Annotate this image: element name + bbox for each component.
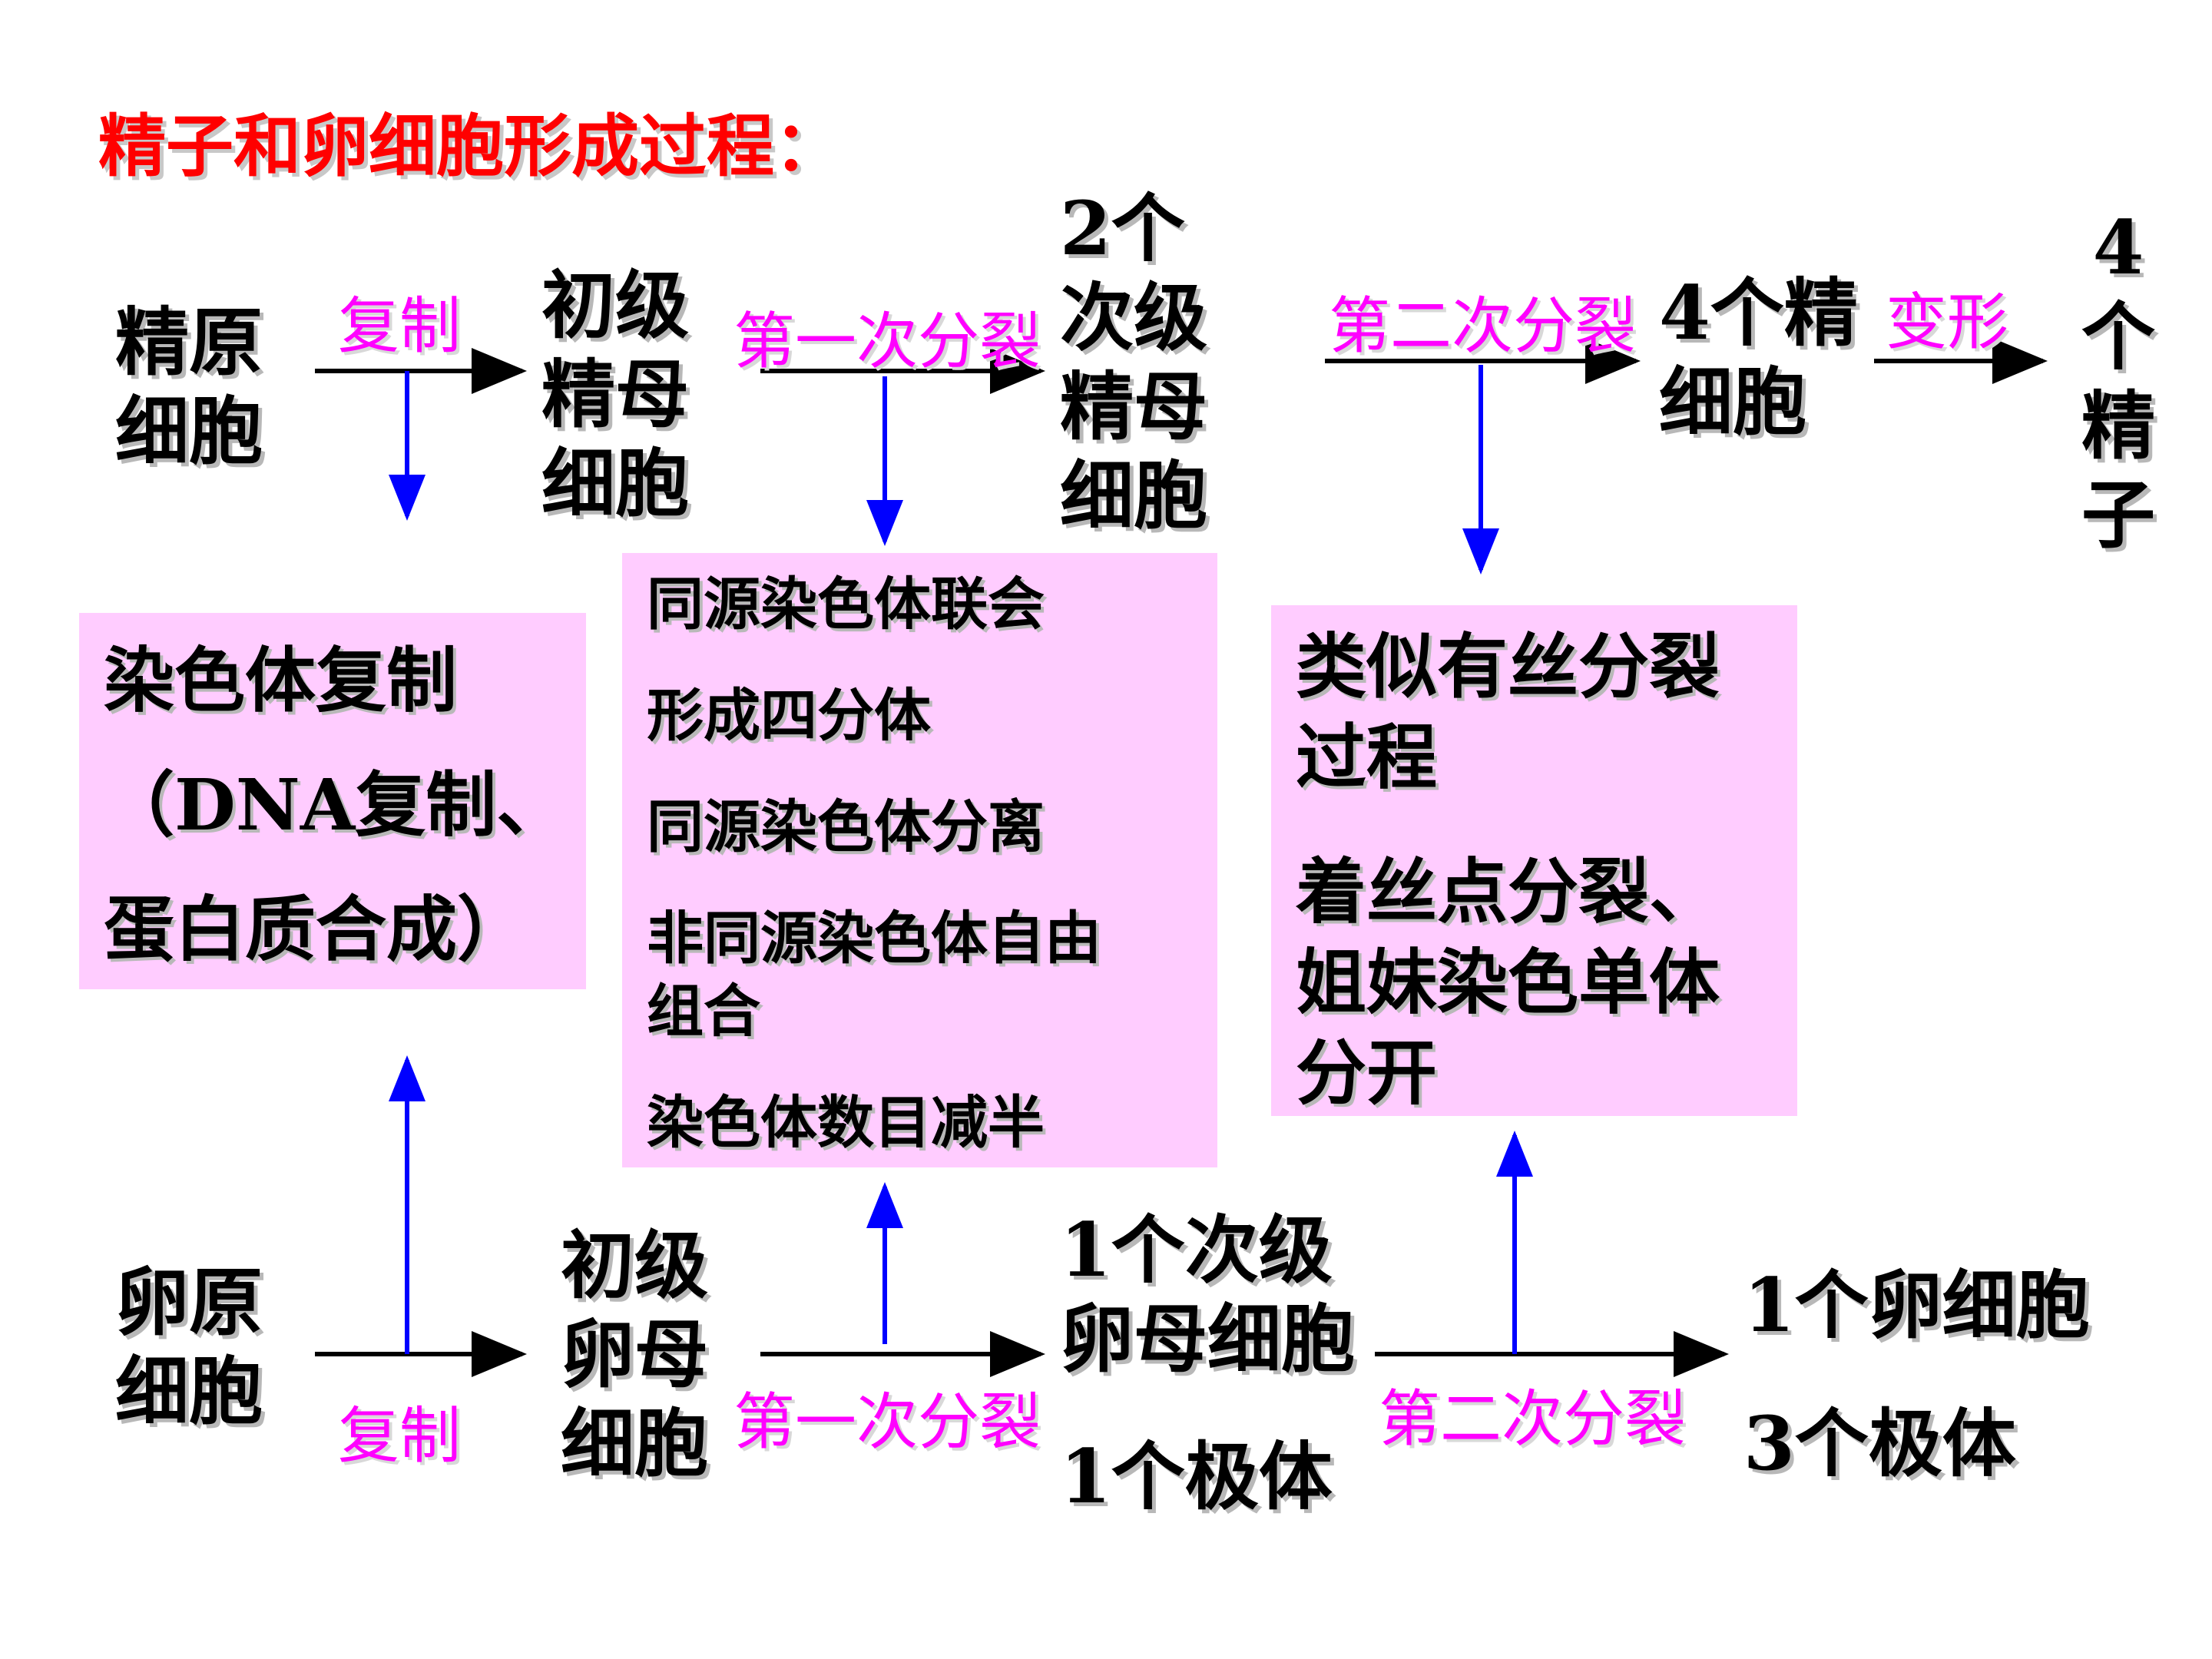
sperm-second-division-label: 第二次分裂	[1329, 290, 1636, 362]
primary-oocyte-node: 初级 卵母 细胞	[561, 1221, 708, 1488]
spermatogonium-line: 精原	[115, 299, 263, 386]
spermatogonium-line: 细胞	[115, 388, 263, 475]
secondary-spermatocyte-line: 次级	[1060, 274, 1207, 361]
spermatid-node: 4个精 细胞	[1659, 269, 1858, 447]
secondary-oocyte-line: 卵母细胞	[1060, 1296, 1355, 1382]
spermatid-line: 4个精	[1659, 270, 1858, 356]
meiosis-two-line-4: 姐妹染色单体	[1296, 941, 1720, 1024]
meiosis-two-line-3: 着丝点分裂、	[1296, 850, 1720, 933]
primary-spermatocyte-line: 细胞	[541, 440, 689, 527]
meiosis-one-line-4: 非同源染色体自由	[647, 906, 1101, 972]
egg-first-division-label: 第一次分裂	[733, 1386, 1041, 1458]
primary-spermatocyte-node: 初级 精母 细胞	[541, 261, 689, 528]
egg-results-node: 1个卵细胞 3个极体	[1743, 1237, 2090, 1513]
primary-oocyte-line: 细胞	[561, 1400, 708, 1487]
secondary-spermatocyte-line: 精母	[1060, 363, 1207, 450]
meiosis-two-line-1: 类似有丝分裂	[1296, 625, 1720, 708]
secondary-spermatocyte-line: 2个	[1060, 185, 1185, 272]
secondary-oocyte-node: 1个次级 卵母细胞	[1060, 1206, 1355, 1384]
secondary-spermatocyte-line: 细胞	[1060, 452, 1207, 539]
meiosis-one-line-3: 同源染色体分离	[647, 794, 1045, 860]
sperm-transform-label: 变形	[1886, 286, 2008, 358]
sperm-line: 4	[2092, 204, 2144, 291]
egg-second-division-label: 第二次分裂	[1379, 1383, 1686, 1455]
sperm-node: 4 个 精 子	[2081, 204, 2155, 560]
sperm-line: 子	[2081, 472, 2155, 558]
primary-oocyte-line: 初级	[561, 1222, 708, 1309]
interphase-line-1: 染色体复制	[104, 639, 458, 722]
primary-spermatocyte-line: 初级	[541, 262, 689, 349]
egg-result-ovum: 1个卵细胞	[1743, 1262, 2090, 1349]
primary-spermatocyte-line: 精母	[541, 351, 689, 438]
interphase-line-3: 蛋白质合成）	[104, 888, 528, 971]
sperm-first-division-label: 第一次分裂	[733, 306, 1041, 377]
oogonium-line: 细胞	[115, 1348, 263, 1435]
meiosis-one-line-5: 组合	[647, 979, 760, 1045]
secondary-spermatocyte-node: 2个 次级 精母 细胞	[1060, 184, 1207, 541]
spermatogonium-node: 精原 细胞	[115, 298, 263, 476]
interphase-box: 染色体复制 （DNA复制、 蛋白质合成）	[79, 613, 586, 989]
meiosis-one-box: 同源染色体联会 形成四分体 同源染色体分离 非同源染色体自由 组合 染色体数目减…	[622, 553, 1217, 1167]
sperm-line: 精	[2081, 382, 2155, 469]
meiosis-one-line-2: 形成四分体	[647, 683, 931, 749]
spermatid-line: 细胞	[1659, 359, 1806, 445]
page-title: 精子和卵细胞形成过程：	[98, 107, 843, 186]
sperm-line: 个	[2081, 293, 2155, 380]
secondary-oocyte-line: 1个次级	[1060, 1207, 1333, 1293]
meiosis-one-line-1: 同源染色体联会	[647, 571, 1045, 637]
egg-replicate-label: 复制	[338, 1400, 461, 1472]
meiosis-two-line-5: 分开	[1296, 1031, 1438, 1114]
sperm-replicate-label: 复制	[338, 290, 461, 362]
meiosis-one-line-6: 染色体数目减半	[647, 1090, 1045, 1156]
oogonium-line: 卵原	[115, 1259, 263, 1346]
meiosis-two-line-2: 过程	[1296, 716, 1438, 799]
egg-result-polar-bodies: 3个极体	[1743, 1400, 2016, 1487]
primary-oocyte-line: 卵母	[561, 1311, 708, 1398]
first-polar-body: 1个极体	[1060, 1433, 1333, 1520]
oogonium-node: 卵原 细胞	[115, 1258, 263, 1436]
meiosis-two-box: 类似有丝分裂 过程 着丝点分裂、 姐妹染色单体 分开	[1271, 605, 1797, 1116]
interphase-line-2: （DNA复制、	[104, 763, 568, 846]
